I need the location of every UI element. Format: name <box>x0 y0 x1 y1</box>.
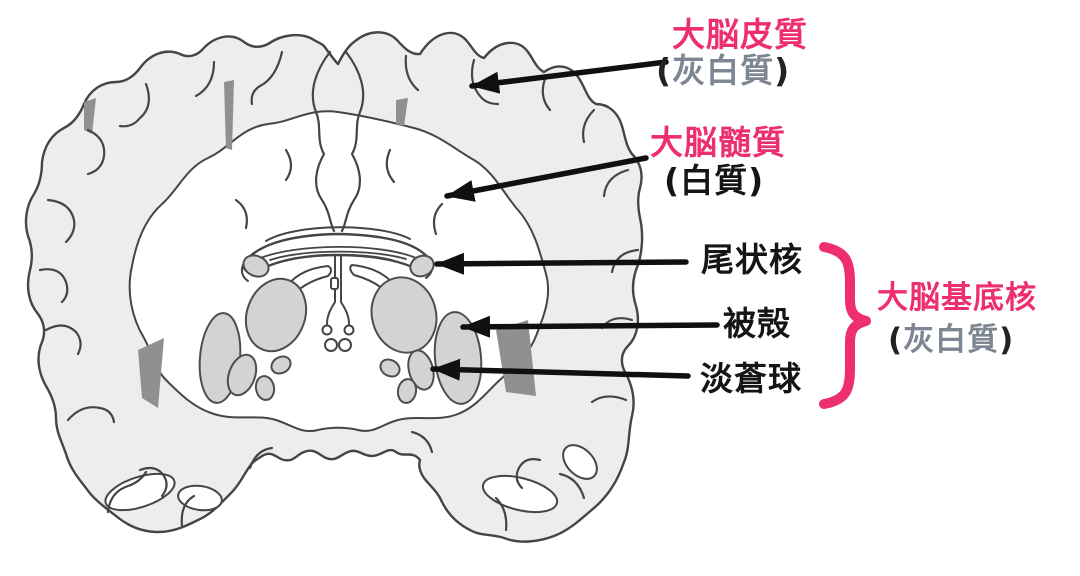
caudate-nucleus-left <box>242 254 270 278</box>
annotation-arrows <box>430 59 720 381</box>
grouping-brace <box>819 242 871 409</box>
paren-open: ( <box>888 322 904 358</box>
label-putamen: 被殻 <box>723 304 791 343</box>
basal-nuclei <box>198 254 483 405</box>
sublabel-cortex-gray-matter: (灰白質) <box>656 51 791 90</box>
thalamus-left <box>244 277 308 353</box>
paren-open: ( <box>656 51 673 90</box>
label-basal-ganglia: 大脳基底核 <box>877 280 1037 316</box>
paren-close: ) <box>999 322 1015 358</box>
arrow-cortex <box>469 59 669 94</box>
sulci-lines <box>38 50 640 532</box>
label-cerebral-medulla: 大脳髄質 <box>650 123 786 162</box>
sublabel-basal-ganglia-gray-matter: (灰白質) <box>888 324 1014 357</box>
sublabel-medulla-white-matter: (白質) <box>664 161 765 200</box>
sulcal-wedges <box>84 80 536 408</box>
longitudinal-fissure <box>311 50 365 233</box>
label-cerebral-cortex: 大脳皮質 <box>672 15 808 54</box>
arrow-caudate <box>434 252 689 275</box>
brain-outline-group <box>24 31 644 543</box>
arrow-medulla <box>444 155 649 202</box>
label-globus-pallidus: 淡蒼球 <box>700 359 802 398</box>
caudate-nucleus-right <box>409 254 435 278</box>
arrow-putamen <box>460 315 720 338</box>
sublabel-text: 灰白質 <box>903 322 1000 358</box>
label-caudate-nucleus: 尾状核 <box>701 240 803 279</box>
paren-close: ) <box>774 51 791 90</box>
sublabel-text: 灰白質 <box>672 51 775 90</box>
globus-pallidus-left <box>226 353 258 397</box>
arrow-pallidum <box>430 358 691 381</box>
fornix-septum <box>321 255 355 352</box>
